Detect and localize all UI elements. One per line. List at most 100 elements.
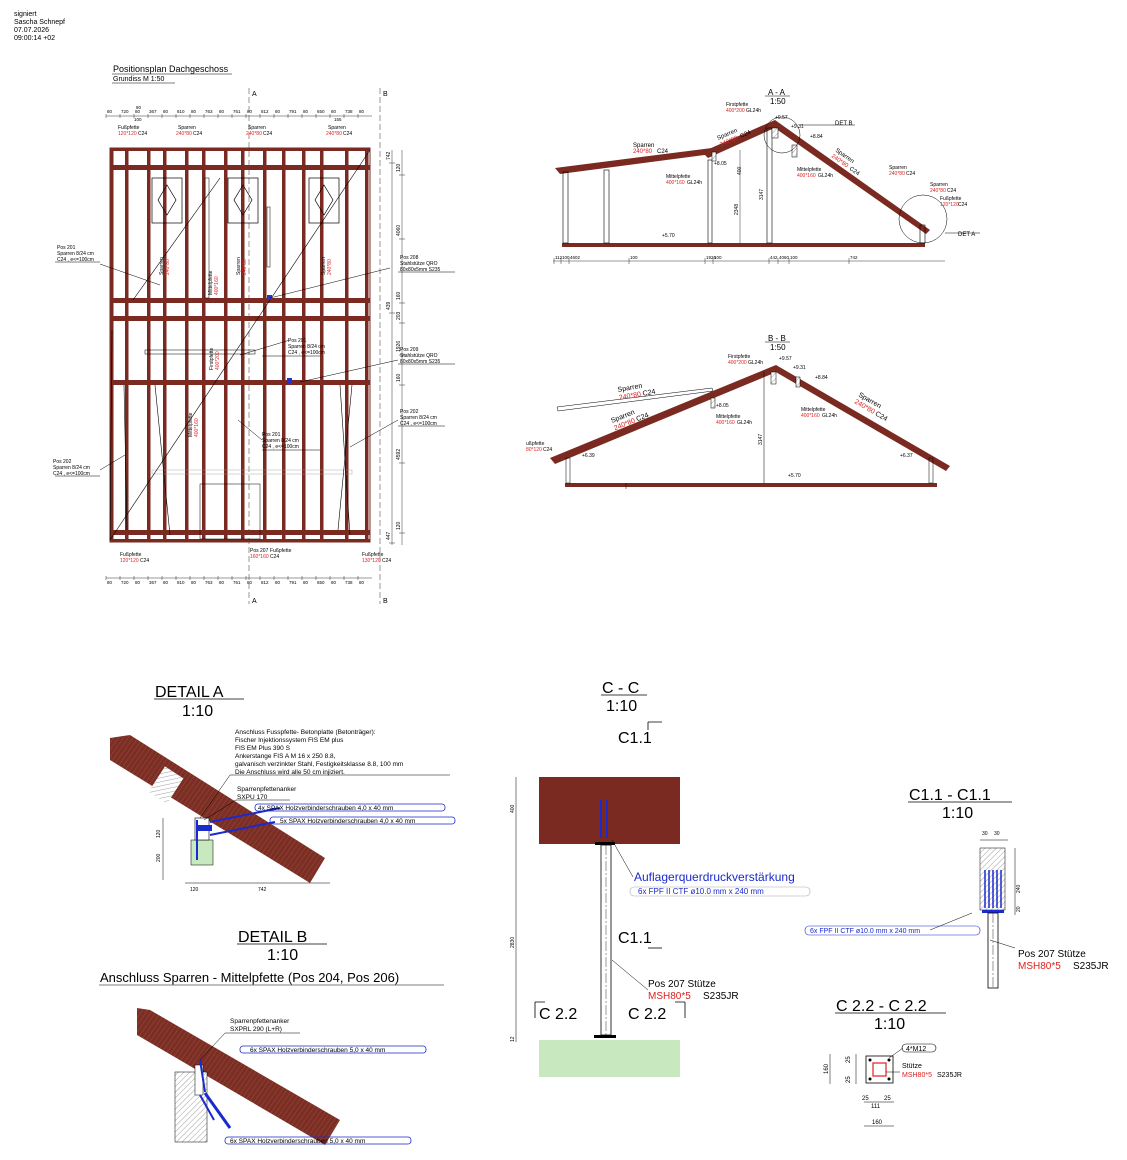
bb-fusspfette: ußpfette [526,441,545,447]
label-pos209-l2: 80x80x5mm S235 [400,359,441,365]
c22-dim-25c: 25 [862,1096,869,1102]
detail-a-note-4: Ankerstange FIS A M 16 x 250 8.8, [235,753,336,760]
detail-b-screw-1: 6x SPAX Holzverbinderschrauben 5,0 x 40 … [250,1047,385,1054]
bb-gl24h-1: GL24h [748,360,763,366]
dim-value: 112 [555,255,563,260]
rafter [282,148,286,542]
plan-labels: Fußpfette 120*120 C24 Sparren 240*80 C24… [53,125,441,564]
aa-sparren-4: Sparren [930,182,948,188]
dim-value: 812 [261,109,269,114]
bb-mittelpfette-spec-2: 400*160 [801,413,820,419]
dim-value: 80 [107,109,113,114]
signature-block: signiert Sascha Schnepf 07.07.2026 09:00… [14,11,65,43]
dim-value: 763 [205,580,213,585]
aa-lvl-884: +8.84 [810,134,823,140]
label-sparren-rot-1-spec: 240*80 [165,259,171,275]
aa-lvl-570: +5.70 [662,233,675,239]
bb-c24-3: C24 [635,412,650,423]
label-c24-a: C24 [138,131,147,137]
aa-fusspfette-label: Fußpfette [940,196,962,202]
detail-a-dim-200: 200 [156,853,162,862]
detail-a-screw-2: 5x SPAX Holzverbinderschrauben 4,0 x 40 … [280,818,415,825]
dim-value: 120 [396,163,402,172]
dim-value: 160 [396,373,402,382]
aa-c24-3: C24 [906,171,915,177]
bb-mittelpfette-2: Mittelpfette [801,407,826,413]
section-cc-scale: 1:10 [606,698,637,715]
detail-a-dim-120b: 120 [190,887,199,893]
dim-value: 720 [121,580,129,585]
label-sparren-rot-3-spec: 240*80 [327,259,333,275]
label-pos201-c-l2: C24 , e<=100cm [262,444,299,450]
aa-mittelpfette-2: Mittelpfette [797,167,822,173]
bb-lvl-957: +9.57 [779,356,792,362]
dim-value: 650 [317,109,325,114]
dim-value: 812 [261,580,269,585]
label-mittelpfette-rot-1-spec: 400*160 [214,276,220,295]
c22-scale: 1:10 [874,1016,905,1033]
bb-dim-3147: 3147 [758,434,764,445]
rafter [147,148,151,542]
detail-b-title: DETAIL B [238,929,307,946]
aa-c24-4: C24 [947,188,956,194]
rafter [345,148,349,542]
section-cc: C - C 1:10 400 2830 12 C1.1 C1.1 C 2.2 [510,680,811,1077]
label-mittelpfette-rot-2-spec: 400*160 [194,418,200,437]
dim-value: 791 [289,580,297,585]
dim-value: 439 [386,301,392,310]
label-pos202-a: Pos 202 [400,409,419,415]
rafter [224,148,228,542]
label-sparren-3: Sparren [328,125,346,131]
c22-stuetze: Stütze [902,1063,922,1070]
dim-value: 720 [121,109,129,114]
dim-value: 4060 [396,225,402,236]
aa-fusspfette-spec: 120*120 [940,202,959,208]
detail-b-subtitle: Anschluss Sparren - Mittelpfette (Pos 20… [100,970,399,985]
label-c24-d: C24 [343,131,352,137]
detail-a-note-3: FIS EM Plus 390 S [235,745,291,752]
detail-a-anchor: Sparrenpfettenanker [237,786,297,793]
aa-det-a: DET A [958,232,975,238]
aa-gl24h-2: GL24h [687,180,702,186]
bb-lvl-805: +8.05 [716,403,729,409]
detail-b-anchor: Sparrenpfettenanker [230,1018,290,1025]
label-firstpfette-rot: Firstpfette [209,348,215,370]
dim-value: 791 [289,109,297,114]
c22-bolts: 4*M12 [906,1046,926,1053]
aa-dim-2348: 2348 [734,204,740,215]
detail-a-note-2: Fischer Injektionssystem FIS EM plus [235,737,344,744]
aa-firstpfette-spec: 400*200 [726,108,745,114]
section-cc-title: C - C [602,680,639,697]
dim-value: 742 [850,255,858,260]
detail-a-note-1: Anschluss Fusspfette- Betonplatte (Beton… [235,729,376,736]
dim-value: 100 [562,255,570,260]
c22-dim-25a: 25 [846,1056,852,1063]
aa-lvl-805: +8.05 [714,161,727,167]
signature-time: 09:00:14 +02 [14,35,56,42]
dim-value: 810 [177,109,185,114]
steel-column-pos208 [267,295,272,300]
dim-value: 80 [247,109,253,114]
dim-value: 80 [163,109,169,114]
dim-value: 738 [345,580,353,585]
rafter [163,148,167,542]
dim-value: 80 [107,580,113,585]
label-c24-e: C24 [140,558,149,564]
cc-dim-2830: 2830 [510,937,516,948]
rafter [202,148,206,542]
c11-msh: MSH80*5 [1018,961,1061,972]
c11-spec: 6x FPF II CTF ø10.0 mm x 240 mm [810,928,920,935]
label-fusspfette-top: Fußpfette [118,125,140,131]
section-mark-b-bottom: B [383,598,388,605]
dim-value: 810 [177,580,185,585]
label-pos201-a-l1: Sparren 8/24 cm [57,251,94,257]
rafter [241,148,245,542]
aa-lvl-957: +9.57 [775,115,788,121]
dim-value: 447 [386,531,392,540]
steel-column-pos209 [287,378,292,383]
cc-pos207: Pos 207 Stütze [648,979,716,990]
dim-value: 761 [233,580,241,585]
c11-title: C1.1 - C1.1 [909,787,991,804]
